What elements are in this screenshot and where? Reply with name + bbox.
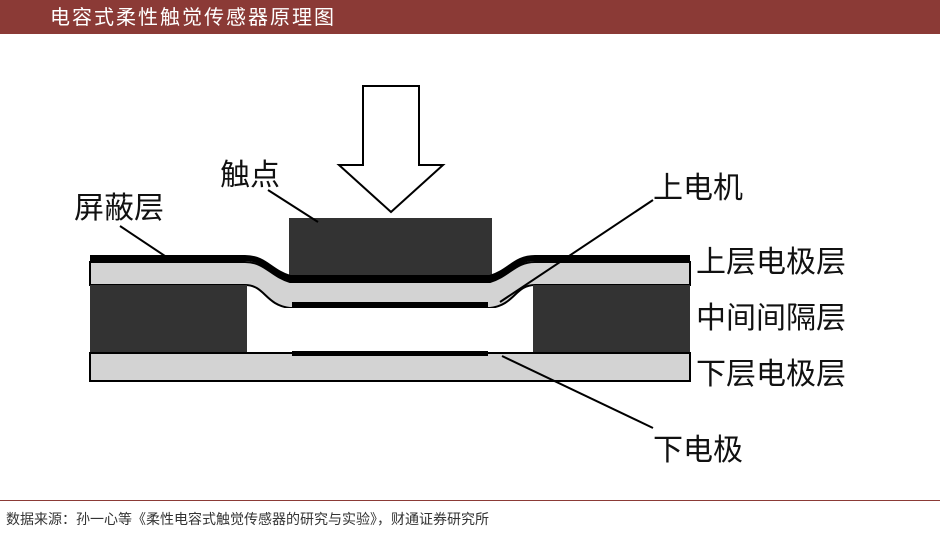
press-arrow <box>336 85 446 214</box>
title-bar: 电容式柔性触觉传感器原理图 <box>0 0 940 34</box>
sensor-diagram: 触点 屏蔽层 上电机 上层电极层 中间间隔层 下层电极层 下电极 <box>60 70 900 470</box>
label-lower-electrode-layer: 下层电极层 <box>696 357 846 392</box>
footer-divider <box>0 500 940 501</box>
leader-lower-electrode <box>501 355 654 429</box>
label-upper-electrode: 上电机 <box>653 171 743 206</box>
label-middle-spacer-layer: 中间间隔层 <box>696 301 846 336</box>
contact-block <box>289 218 492 276</box>
page-title: 电容式柔性触觉传感器原理图 <box>50 5 336 29</box>
label-lower-electrode: 下电极 <box>653 433 743 468</box>
sensor-diagram-svg: 触点 屏蔽层 上电机 上层电极层 中间间隔层 下层电极层 下电极 <box>74 85 846 468</box>
shield-layer-line <box>90 255 690 281</box>
lower-electrode-strip <box>292 351 488 356</box>
label-contact: 触点 <box>220 158 280 193</box>
upper-electrode-strip <box>292 302 488 307</box>
spacer-block-right <box>533 285 690 353</box>
leader-contact <box>267 189 319 223</box>
label-shield-layer: 屏蔽层 <box>74 191 164 226</box>
leader-shield <box>119 225 169 259</box>
leader-upper-electrode <box>499 199 654 303</box>
lower-electrode-layer-shape <box>89 352 691 382</box>
spacer-cavity <box>247 308 533 353</box>
label-upper-electrode-layer: 上层电极层 <box>696 245 846 280</box>
spacer-block-left <box>90 285 247 353</box>
source-note: 数据来源：孙一心等《柔性电容式触觉传感器的研究与实验》，财通证券研究所 <box>6 512 489 528</box>
